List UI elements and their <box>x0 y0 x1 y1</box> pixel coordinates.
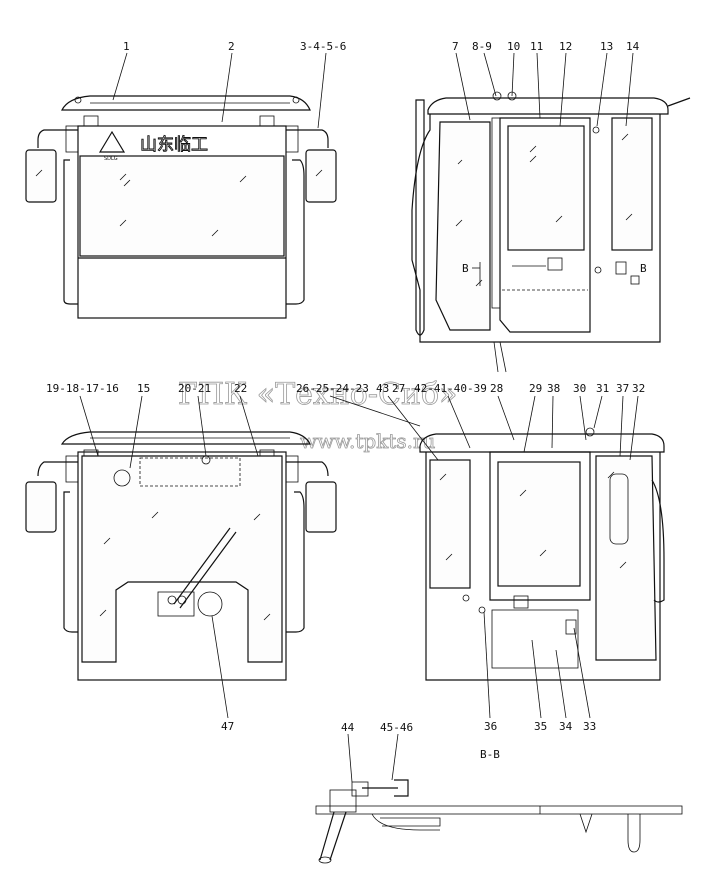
callout-3-4-5-6: 3-4-5-6 <box>300 40 346 53</box>
callout-28: 28 <box>490 382 503 395</box>
callout-2: 2 <box>228 40 235 53</box>
callout-26-25-24-23: 26-25-24-23 <box>296 382 369 395</box>
callout-13: 13 <box>600 40 613 53</box>
callout-30: 30 <box>573 382 586 395</box>
side-view-top: B B <box>411 52 691 373</box>
callout-47: 47 <box>221 720 234 733</box>
callout-27: 27 <box>392 382 405 395</box>
section-label: B-B <box>480 748 500 761</box>
callout-11: 11 <box>530 40 543 53</box>
section-mark-b-right: B <box>640 262 647 275</box>
callout-29: 29 <box>529 382 542 395</box>
callout-22: 22 <box>234 382 247 395</box>
logo-small-text: SDLG <box>104 156 118 162</box>
watermark: ГПК «Техно-Сиб» www.tpkts.ru <box>178 377 458 454</box>
callout-7: 7 <box>452 40 459 53</box>
watermark-url: www.tpkts.ru <box>300 429 436 453</box>
callout-32: 32 <box>632 382 645 395</box>
section-mark-b-left: B <box>462 262 469 275</box>
callout-14: 14 <box>626 40 640 53</box>
callout-20-21: 20-21 <box>178 382 211 395</box>
rear-view <box>25 395 337 719</box>
logo-text: 山东临工 <box>140 135 208 155</box>
callout-12: 12 <box>559 40 572 53</box>
front-view: SDLG 山东临工 <box>25 52 337 319</box>
callout-8-9: 8-9 <box>472 40 492 53</box>
watermark-title: ГПК «Техно-Сиб» <box>178 377 457 412</box>
callout-44: 44 <box>341 721 355 734</box>
callout-31: 31 <box>596 382 609 395</box>
callout-10: 10 <box>507 40 520 53</box>
callout-45-46: 45-46 <box>380 721 413 734</box>
callout-15: 15 <box>137 382 150 395</box>
callout-19-18-17-16: 19-18-17-16 <box>46 382 119 395</box>
callout-37: 37 <box>616 382 629 395</box>
callout-38: 38 <box>547 382 560 395</box>
side-view-bottom <box>329 395 665 719</box>
logo: SDLG 山东临工 <box>98 130 208 162</box>
section-b-b: B-B <box>315 733 683 864</box>
callout-43: 43 <box>376 382 389 395</box>
callout-1: 1 <box>123 40 130 53</box>
callout-33: 33 <box>583 720 596 733</box>
callout-36: 36 <box>484 720 497 733</box>
callout-labels: 1 2 3-4-5-6 7 8-9 10 11 12 13 14 19-18-1… <box>46 40 645 734</box>
callout-35: 35 <box>534 720 547 733</box>
callout-34: 34 <box>559 720 573 733</box>
callout-42-41-40-39: 42-41-40-39 <box>414 382 487 395</box>
